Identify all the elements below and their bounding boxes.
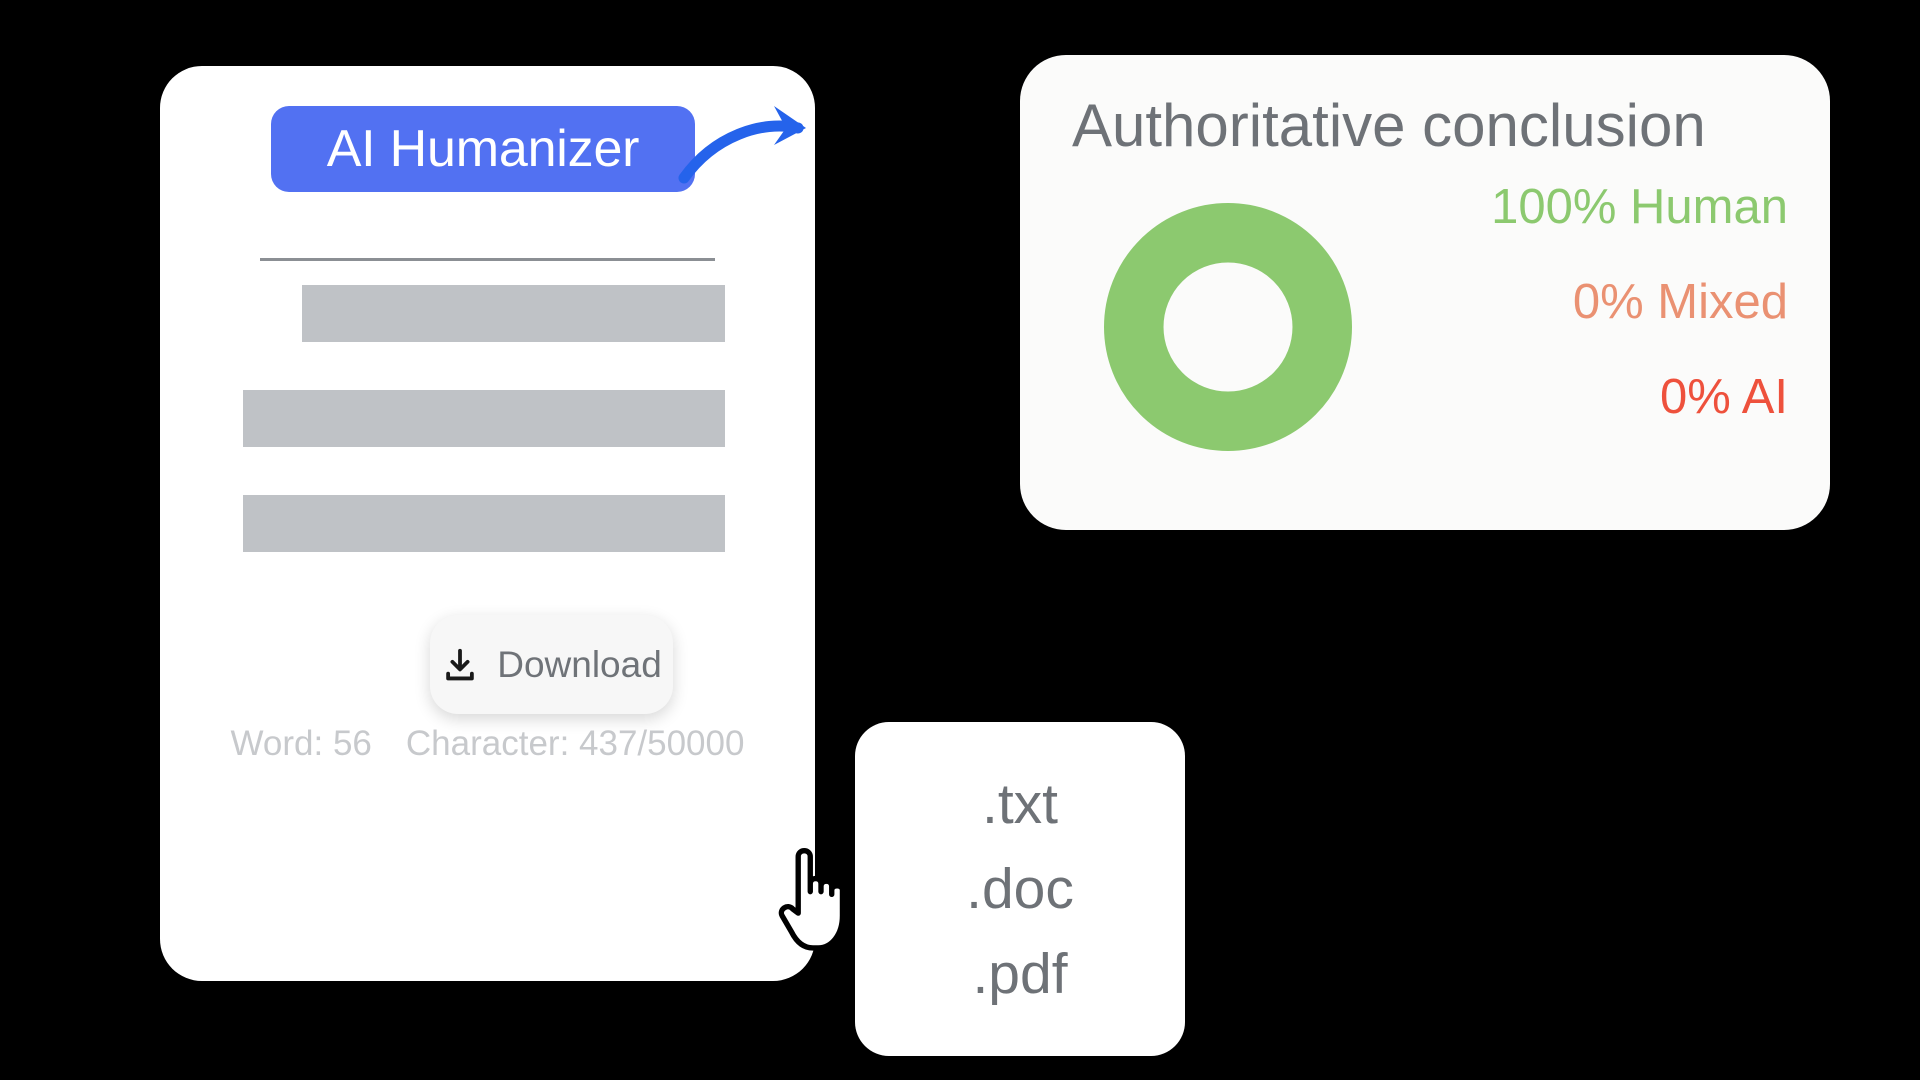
word-count-label: Word: 56: [230, 724, 372, 763]
ai-humanizer-badge-label: AI Humanizer: [326, 120, 640, 178]
score-human: 100% Human: [1491, 180, 1788, 234]
result-card-title: Authoritative conclusion: [1072, 92, 1706, 159]
donut-chart-icon: [1104, 203, 1352, 451]
file-format-option-pdf[interactable]: .pdf: [972, 941, 1068, 1006]
text-placeholder-line-2: [243, 390, 725, 447]
download-button-label: Download: [497, 643, 662, 685]
download-icon: [446, 648, 474, 680]
file-format-menu: .txt .doc .pdf: [855, 722, 1185, 1056]
editor-stats-bar: Word: 56 Character: 437/50000: [160, 724, 815, 764]
score-mixed: 0% Mixed: [1572, 275, 1788, 329]
download-button[interactable]: Download: [430, 615, 673, 714]
curved-arrow-right-icon: [678, 106, 806, 184]
file-format-option-doc[interactable]: .doc: [966, 856, 1074, 921]
ai-humanizer-editor-card: AI Humanizer Download Word: 56 Character…: [160, 66, 815, 981]
text-placeholder-line-1: [302, 285, 725, 342]
authoritative-conclusion-card: Authoritative conclusion 100% Human 0% M…: [1020, 55, 1830, 530]
score-list: 100% Human 0% Mixed 0% AI: [1388, 183, 1788, 422]
ai-humanizer-badge[interactable]: AI Humanizer: [271, 106, 695, 192]
file-format-option-txt[interactable]: .txt: [981, 771, 1058, 836]
character-count-label: Character: 437/50000: [405, 724, 745, 763]
editor-divider: [260, 258, 715, 261]
text-placeholder-line-3: [243, 495, 725, 552]
score-ai: 0% AI: [1659, 370, 1788, 424]
